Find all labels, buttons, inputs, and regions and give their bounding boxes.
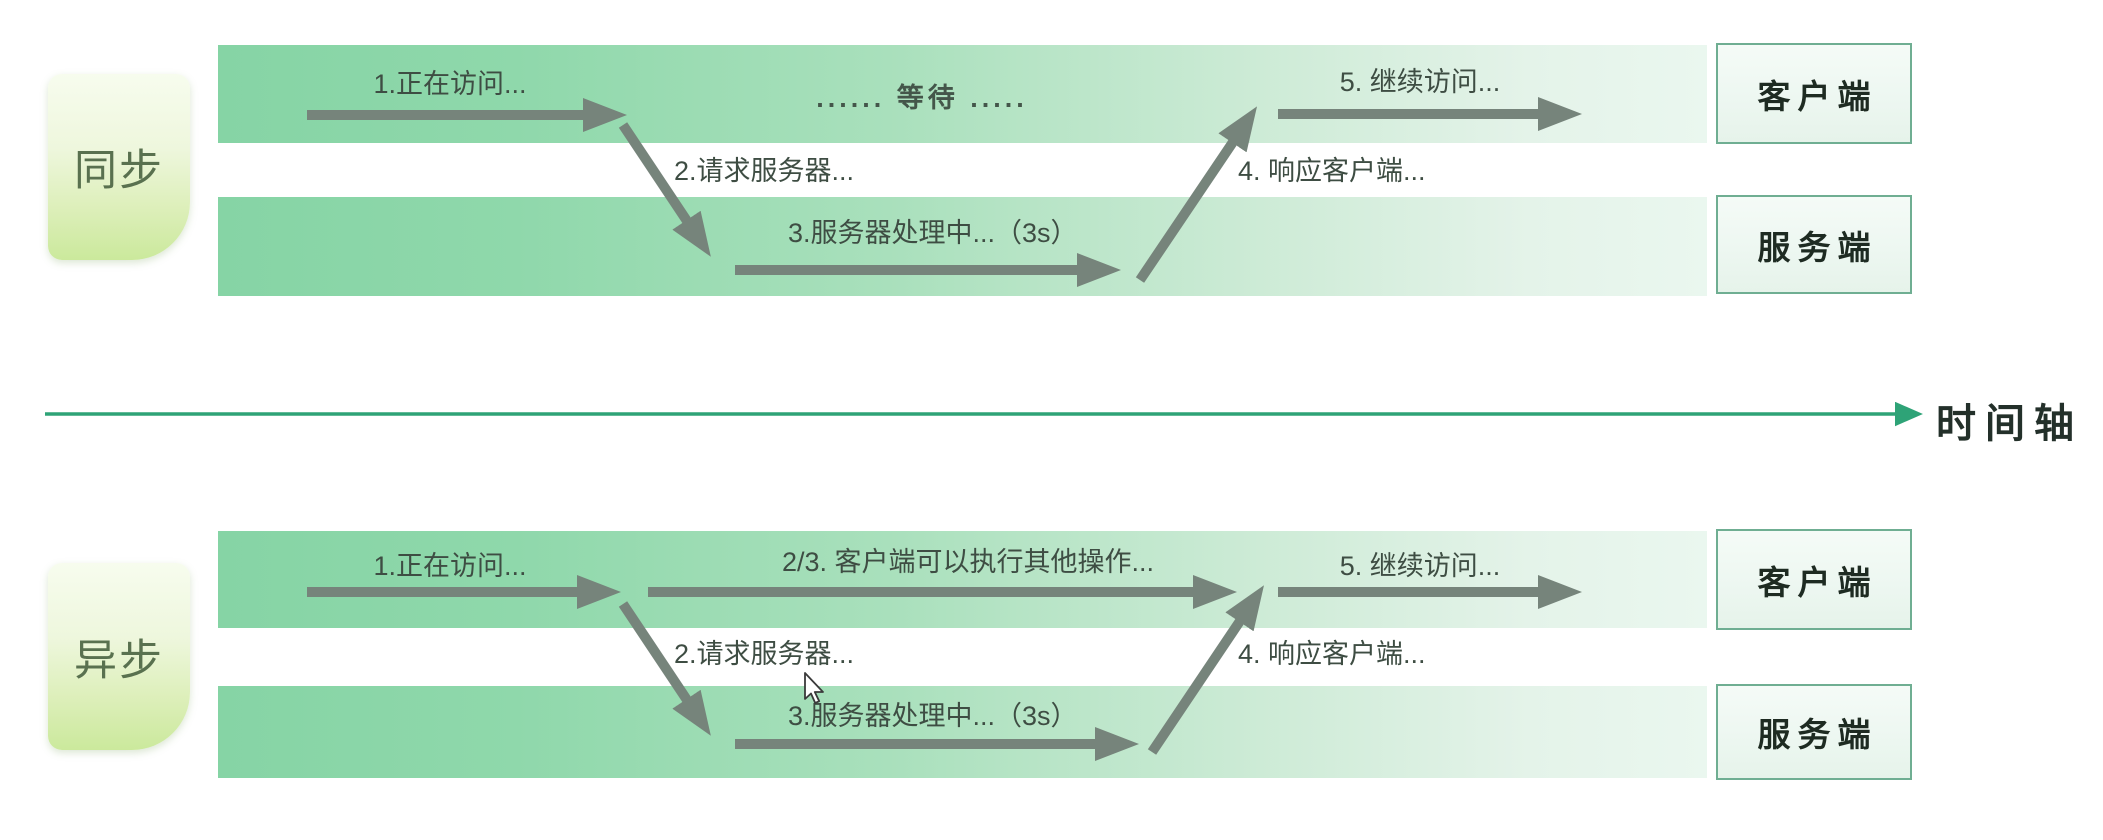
lane-async-client: [218, 531, 1707, 628]
label-async-step1: 1.正在访问...: [373, 551, 527, 581]
endpoint-server-sync-text: 服务端: [1757, 227, 1878, 267]
label-async-step2: 2.请求服务器...: [674, 639, 855, 669]
mode-label-sync: 同步: [48, 74, 190, 260]
mode-label-async-text: 异步: [74, 636, 164, 685]
endpoint-client-sync-text: 客户端: [1757, 76, 1878, 116]
label-async-step3: 3.服务器处理中...（3s）: [788, 701, 1078, 731]
endpoint-server-async: 服务端: [1716, 684, 1912, 780]
mode-label-sync-text: 同步: [74, 147, 164, 195]
label-sync-wait: ...... 等待 .....: [816, 83, 1028, 113]
endpoint-server-async-text: 服务端: [1757, 715, 1878, 754]
arrow-sync-step4-response: [1135, 106, 1258, 283]
mode-label-async: 异步: [48, 563, 190, 750]
lane-sync-client: [218, 45, 1707, 143]
endpoint-server-sync: 服务端: [1716, 195, 1912, 294]
label-sync-step2: 2.请求服务器...: [674, 156, 855, 186]
label-sync-step3: 3.服务器处理中...（3s）: [788, 218, 1078, 248]
lane-async-server: [218, 686, 1707, 778]
endpoint-client-async: 客户端: [1716, 529, 1912, 630]
label-sync-step1: 1.正在访问...: [373, 69, 527, 99]
mouse-cursor-icon: [804, 672, 824, 704]
label-sync-step5: 5. 继续访问...: [1339, 67, 1501, 97]
lane-sync-server: [218, 197, 1707, 296]
arrow-async-step2-request: [618, 601, 711, 736]
arrow-async-step4-response: [1147, 585, 1264, 755]
label-async-step23: 2/3. 客户端可以执行其他操作...: [781, 547, 1155, 577]
label-async-step5: 5. 继续访问...: [1339, 551, 1501, 581]
label-async-step4: 4. 响应客户端...: [1238, 639, 1426, 669]
timeline-axis-label: 时间轴: [1936, 400, 2083, 447]
label-sync-step4: 4. 响应客户端...: [1238, 156, 1426, 186]
arrow-sync-step2-request: [618, 122, 711, 257]
endpoint-client-sync: 客户端: [1716, 43, 1912, 144]
endpoint-client-async-text: 客户端: [1757, 562, 1878, 602]
